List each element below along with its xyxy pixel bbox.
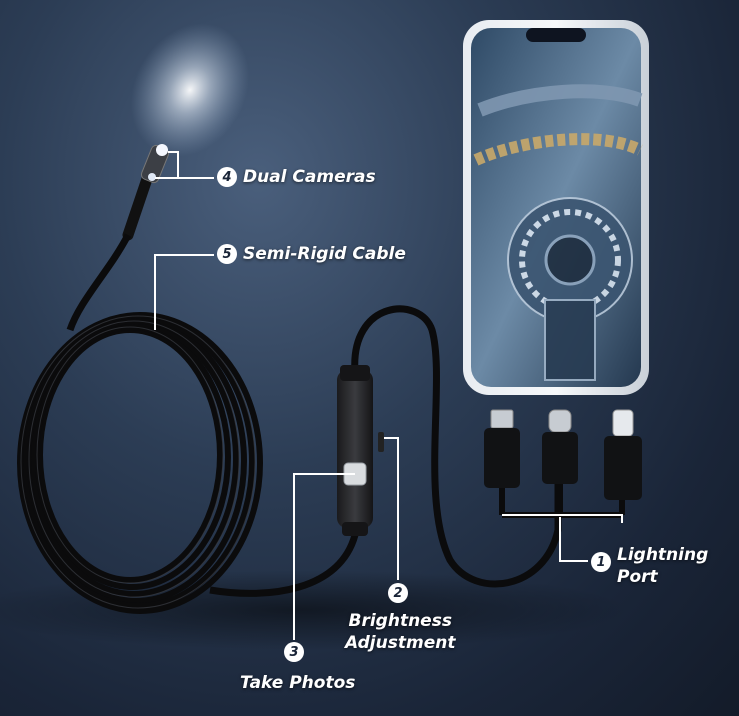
brightness-wheel (378, 432, 384, 452)
callout-label: Take Photos (240, 673, 356, 693)
callout-semi-rigid-cable: 5 Semi-Rigid Cable (217, 244, 406, 264)
callout-take-photos: Take Photos (240, 673, 355, 693)
connector-set (484, 409, 642, 518)
lightning-plug-icon (604, 409, 642, 515)
callout-brightness-badge: 2 (388, 583, 408, 603)
callout-number-badge: 4 (217, 167, 237, 187)
side-camera-lens (148, 173, 156, 181)
callout-label: Semi-Rigid Cable (243, 244, 406, 264)
callout-label-line2: Port (617, 567, 658, 587)
usb-c-plug-icon (542, 409, 578, 515)
control-module (337, 365, 384, 536)
callout-photos-badge: 3 (284, 642, 304, 662)
callout-label-line2: Adjustment (345, 633, 456, 653)
light-beam-icon (130, 23, 250, 157)
callout-label-line1: Lightning (617, 545, 709, 565)
leader-line-lightning (559, 517, 588, 562)
callout-number-badge: 1 (591, 552, 611, 572)
micro-usb-plug-icon (484, 409, 520, 515)
callout-label: Dual Cameras (243, 167, 376, 187)
front-camera-lens (156, 144, 168, 156)
callout-dual-cameras: 4 Dual Cameras (217, 167, 376, 187)
callout-brightness-adjustment: Brightness Adjustment (345, 610, 455, 654)
camera-probe (122, 144, 170, 241)
leader-line-cable (154, 254, 214, 330)
callout-number-badge: 3 (284, 642, 304, 662)
callout-label-line1: Brightness (348, 611, 452, 631)
leader-lines (154, 151, 623, 640)
callout-number-badge: 5 (217, 244, 237, 264)
probe-cable (66, 233, 132, 332)
callout-lightning-port: 1 Lightning Port (591, 544, 708, 588)
leader-line-cameras (168, 151, 214, 179)
smartphone (463, 20, 649, 395)
gear-image (473, 84, 643, 381)
leader-line-lightning-bracket (502, 514, 623, 523)
module-to-connector-cable (351, 305, 562, 588)
leader-line-brightness (384, 437, 399, 580)
callout-number-badge: 2 (388, 583, 408, 603)
cable-coil-highlight (20, 315, 256, 609)
leader-line-photos (293, 473, 355, 640)
coil-to-module-cable (209, 533, 359, 597)
